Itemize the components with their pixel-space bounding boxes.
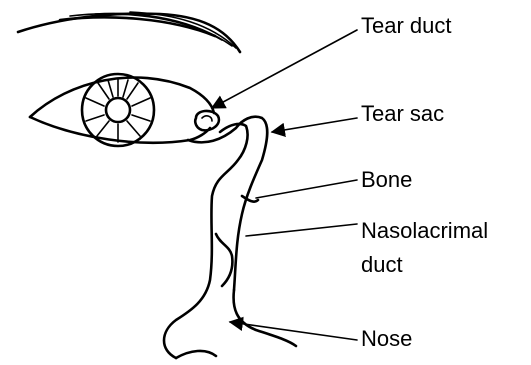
eye <box>30 74 219 146</box>
arrow-nose <box>230 322 357 340</box>
label-tear-sac: Tear sac <box>361 101 444 127</box>
label-nasolacrimal: Nasolacrimal <box>361 218 488 244</box>
iris-pattern <box>86 78 150 142</box>
line-bone <box>256 180 357 198</box>
pupil <box>106 98 130 122</box>
line-nasolacrimal <box>246 224 357 236</box>
label-tear-duct: Tear duct <box>361 13 452 39</box>
label-bone: Bone <box>361 167 412 193</box>
arrow-tear-sac <box>272 118 357 132</box>
label-nose: Nose <box>361 326 412 352</box>
eyebrow <box>18 12 240 52</box>
label-nasolacrimal-duct: duct <box>361 252 403 278</box>
